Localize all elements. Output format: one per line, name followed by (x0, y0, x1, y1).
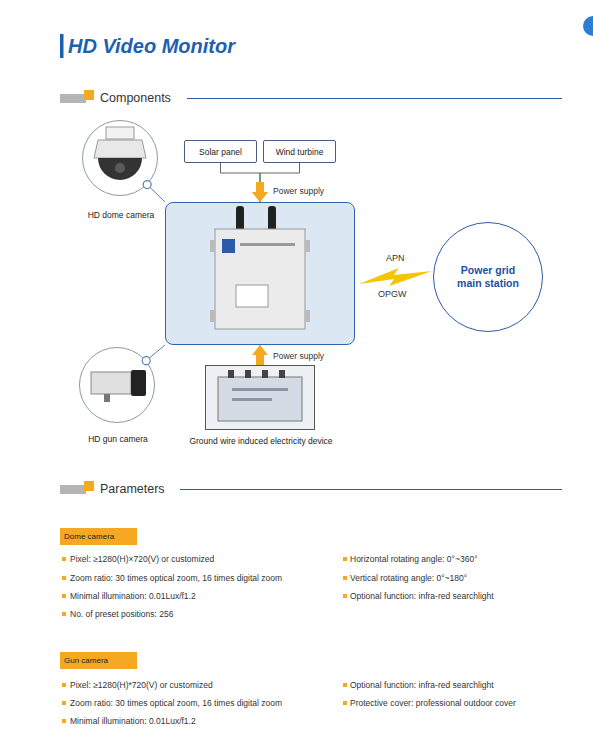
link-label: OPGW (378, 288, 407, 300)
camera-dome (98, 158, 142, 180)
bullet (343, 557, 347, 561)
source-box: Wind turbine (263, 140, 336, 163)
spec-item: Minimal illumination: 0.01Lux/f1.2 (70, 715, 196, 727)
spec-item: Zoom ratio: 30 times optical zoom, 16 ti… (70, 697, 282, 709)
spec-item: Pixel: ≥1280(H)*720(V) or customized (70, 679, 213, 691)
node-label: Ground wire induced electricity device (161, 435, 361, 447)
edge-label: APN (386, 252, 405, 264)
callout-line (146, 345, 165, 361)
spec-item: Optional function: infra-red searchlight (350, 590, 494, 602)
power-arrow (221, 163, 261, 202)
power-arrow (260, 163, 300, 202)
device-case (218, 377, 302, 421)
name-plate (236, 285, 268, 307)
antenna (236, 206, 244, 232)
bullet (343, 701, 347, 705)
terminal (228, 370, 234, 378)
dome-camera-drawing (94, 127, 146, 180)
terminal (279, 370, 285, 378)
power-arrow (260, 345, 261, 365)
cabinet (215, 229, 305, 329)
camera-body (94, 140, 146, 158)
camera-circle: HD gun camera (79, 347, 155, 423)
hinge (305, 310, 310, 322)
edge-label: Power supply (273, 185, 324, 197)
camera-circle: HD dome camera (82, 120, 158, 196)
bullet (62, 683, 66, 687)
section-rule (180, 489, 562, 490)
gun-camera-drawing (91, 370, 146, 402)
section-icon (84, 481, 94, 491)
node-label: HD gun camera (50, 433, 186, 445)
section-rule (187, 98, 562, 99)
connector-dot (143, 181, 151, 189)
section-band: Gun camera (60, 652, 137, 669)
camera-mount (104, 394, 110, 402)
spec-item: Zoom ratio: 30 times optical zoom, 16 ti… (70, 572, 282, 584)
antenna (268, 206, 276, 232)
spec-item: Vertical rotating angle: 0°~180° (350, 572, 467, 584)
camera-lens (131, 370, 146, 396)
node-label: Wind turbine (276, 146, 324, 158)
monitor-unit-box (165, 202, 355, 345)
hinge (210, 240, 215, 252)
section-title: Components (100, 90, 171, 106)
section-band: Dome camera (60, 528, 137, 545)
spec-item: Pixel: ≥1280(H)×720(V) or customized (70, 553, 214, 565)
device-box: Ground wire induced electricity device (205, 365, 315, 430)
section-heading: Dome camera (60, 528, 137, 545)
spec-item: Horizontal rotating angle: 0°~360° (350, 553, 478, 565)
bullet (62, 612, 66, 616)
bullet (62, 719, 66, 723)
page-tab-dot (583, 16, 593, 36)
plate-line (232, 398, 272, 401)
bullet-group (62, 557, 347, 723)
plate-line (232, 388, 288, 391)
bullet (343, 576, 347, 580)
plate-line (240, 243, 295, 246)
bullet (62, 576, 66, 580)
spec-item: Minimal illumination: 0.01Lux/f1.2 (70, 590, 196, 602)
section-icon (84, 90, 94, 100)
hinge (305, 240, 310, 252)
node-label: Solar panel (199, 146, 242, 158)
bullet (62, 557, 66, 561)
monitor-cabinet-drawing (210, 206, 310, 329)
section-heading: Gun camera (60, 652, 137, 669)
section-icon (60, 485, 86, 494)
hinge (210, 310, 215, 322)
bullet (343, 594, 347, 598)
callout-line (147, 185, 165, 202)
link-bolt (359, 268, 432, 286)
bullet (343, 683, 347, 687)
section-title: Parameters (100, 481, 165, 497)
camera-lens (115, 163, 125, 173)
camera-body (91, 372, 131, 394)
induction-device-drawing (218, 370, 302, 421)
section-icon (60, 94, 86, 103)
spec-item: Protective cover: professional outdoor c… (350, 697, 516, 709)
spec-item: No. of preset positions: 256 (70, 608, 173, 620)
connector-dot (142, 357, 150, 365)
camera-mount (106, 127, 134, 139)
node-label: Power grid main station (451, 264, 525, 290)
spec-item: Optional function: infra-red searchlight (350, 679, 494, 691)
title-bar (60, 34, 64, 58)
terminal (245, 370, 251, 378)
bullet (62, 701, 66, 705)
logo-mark (222, 239, 235, 253)
page-title: HD Video Monitor (68, 34, 235, 58)
edge-label: Power supply (273, 350, 324, 362)
bullet (62, 594, 66, 598)
terminal (262, 370, 268, 378)
source-box: Solar panel (184, 140, 257, 163)
station-circle: Power grid main station (433, 222, 543, 332)
